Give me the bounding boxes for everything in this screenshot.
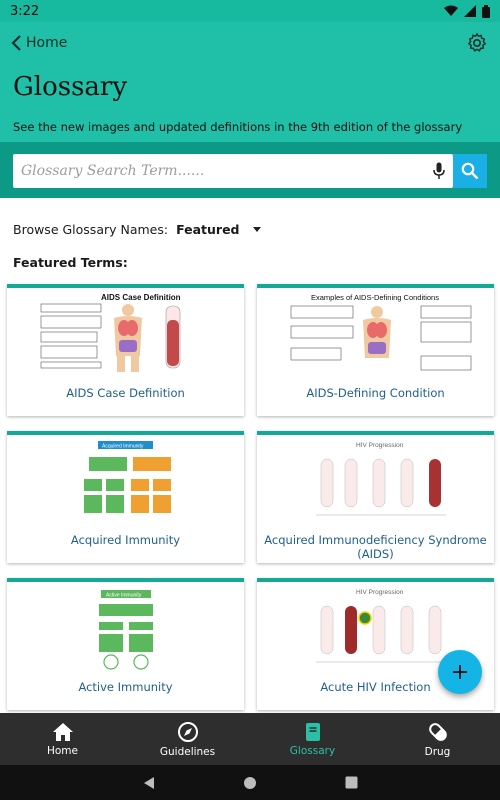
settings-button[interactable] — [466, 32, 488, 58]
battery-icon — [482, 4, 490, 18]
card-title: Acute HIV Infection — [320, 680, 431, 694]
status-time: 3:22 — [10, 3, 40, 19]
page-subtitle: See the new images and updated definitio… — [13, 120, 463, 134]
microphone-icon — [433, 162, 445, 179]
search-icon — [461, 162, 479, 180]
pill-icon — [428, 722, 447, 741]
term-card[interactable]: Acquired Immunity Acquired Immunity — [7, 431, 244, 563]
plus-icon — [453, 665, 467, 679]
home-icon — [52, 722, 73, 741]
back-button[interactable]: Home — [10, 34, 67, 52]
card-thumbnail: Examples of AIDS-Defining Conditions — [290, 293, 472, 371]
thumb-title: AIDS Case Definition — [101, 293, 181, 302]
card-title: Active Immunity — [78, 680, 173, 694]
nav-guidelines[interactable]: Guidelines — [125, 713, 250, 765]
book-icon — [305, 722, 320, 741]
featured-heading: Featured Terms: — [13, 255, 128, 270]
search-button[interactable] — [453, 154, 487, 188]
card-title: AIDS-Defining Condition — [306, 386, 445, 400]
card-title: Acquired Immunity — [70, 533, 181, 547]
term-card[interactable]: HIV Progression Acquired Immunodeficienc… — [257, 431, 494, 563]
recents-square-icon[interactable] — [345, 776, 358, 789]
gear-icon — [468, 33, 486, 52]
status-icons — [444, 4, 490, 18]
browse-selected: Featured — [176, 222, 240, 237]
search-bar — [0, 142, 500, 198]
page-title: Glossary — [13, 72, 128, 102]
caret-down-icon — [252, 226, 261, 232]
search-input[interactable] — [21, 154, 421, 188]
compass-icon — [177, 721, 198, 742]
thumb-title: HIV Progression — [356, 442, 404, 449]
browse-row: Browse Glossary Names: Featured — [13, 222, 262, 237]
card-thumbnail: Active Immunity — [99, 590, 153, 670]
card-thumbnail: AIDS Case Definition — [40, 293, 181, 372]
nav-drug-label: Drug — [424, 745, 451, 758]
bottom-navigation: Home Guidelines Glossary Drug — [0, 713, 500, 765]
search-box — [13, 154, 453, 188]
status-bar: 3:22 — [0, 0, 500, 22]
thumb-title: HIV Progression — [356, 589, 404, 596]
app-header: Home Glossary See the new images and upd… — [0, 22, 500, 142]
add-button[interactable] — [438, 650, 482, 694]
term-card[interactable]: AIDS Case Definition AIDS Case Definitio… — [7, 284, 244, 416]
thumb-title: Examples of AIDS-Defining Conditions — [311, 293, 439, 302]
nav-guidelines-label: Guidelines — [159, 745, 216, 758]
chevron-left-icon — [11, 35, 21, 51]
wifi-icon — [444, 5, 458, 16]
thumb-title: Active Immunity — [106, 593, 142, 599]
card-title: AIDS Case Definition — [66, 386, 185, 400]
home-circle-icon[interactable] — [243, 776, 257, 790]
browse-label: Browse Glossary Names: — [13, 222, 169, 237]
back-button-label: Home — [26, 35, 68, 51]
nav-glossary[interactable]: Glossary — [250, 713, 375, 765]
nav-home-label: Home — [46, 744, 78, 757]
card-thumbnail: HIV Progression — [316, 589, 446, 663]
voice-search-button[interactable] — [433, 162, 445, 184]
back-triangle-icon[interactable] — [143, 776, 155, 790]
card-title: Acquired Immunodeficiency Syndrome (AIDS… — [264, 533, 487, 561]
term-card[interactable]: Active Immunity Active Immunity — [7, 578, 244, 710]
thumb-title: Acquired Immunity — [102, 444, 144, 450]
system-navigation-bar — [0, 765, 500, 800]
nav-home[interactable]: Home — [0, 713, 125, 765]
signal-icon — [464, 5, 476, 17]
nav-drug[interactable]: Drug — [375, 713, 500, 765]
term-card[interactable]: Examples of AIDS-Defining Conditions AID… — [257, 284, 494, 416]
browse-dropdown[interactable]: Featured — [176, 222, 261, 237]
card-thumbnail: HIV Progression — [316, 442, 446, 516]
nav-glossary-label: Glossary — [289, 744, 336, 757]
card-thumbnail: Acquired Immunity — [84, 441, 171, 513]
